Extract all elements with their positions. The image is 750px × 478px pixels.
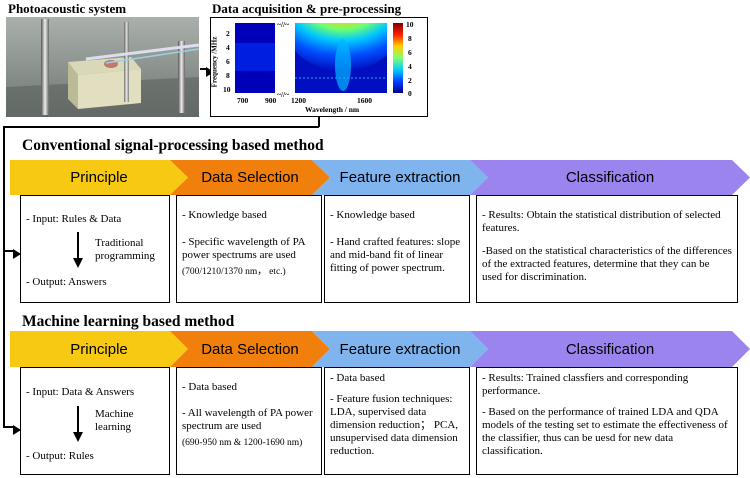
colorbar bbox=[393, 23, 403, 93]
spectrogram-left-panel bbox=[235, 23, 275, 93]
conventional-classification-header: Classification bbox=[470, 160, 750, 195]
axis-break-bottom: ~//~ bbox=[277, 90, 289, 99]
conventional-selection-header: Data Selection bbox=[170, 160, 330, 195]
feature-text: - Knowledge based bbox=[330, 209, 415, 221]
ml-selection-header: Data Selection bbox=[170, 331, 330, 367]
y-tick: 10 bbox=[223, 85, 231, 94]
feature-text: - Feature fusion techniques: LDA, superv… bbox=[330, 393, 459, 457]
x-axis-label: Wavelength / nm bbox=[305, 105, 360, 114]
photoacoustic-system-title: Photoacoustic system bbox=[8, 1, 127, 16]
conventional-principle-card: - Input: Rules & Data Traditional progra… bbox=[20, 195, 170, 303]
ml-feature-card: - Data based - Feature fusion techniques… bbox=[324, 367, 470, 475]
colorbar-tick: 4 bbox=[408, 62, 412, 71]
conventional-feature-card: - Knowledge based - Hand crafted feature… bbox=[324, 195, 470, 303]
colorbar-tick: 0 bbox=[408, 89, 412, 98]
y-tick: 2 bbox=[226, 29, 230, 38]
connector-line bbox=[3, 126, 319, 128]
connector-line bbox=[3, 126, 5, 427]
colorbar-tick: 2 bbox=[408, 76, 412, 85]
principle-output: - Output: Answers bbox=[26, 276, 107, 288]
arrow-down-icon bbox=[73, 232, 83, 272]
ml-classification-header: Classification bbox=[470, 331, 750, 367]
arrow-down-icon bbox=[73, 406, 83, 446]
ml-classification-card: - Results: Trained classfiers and corres… bbox=[476, 367, 738, 475]
spectrogram-right-panel bbox=[295, 23, 387, 93]
classification-text: - Results: Trained classfiers and corres… bbox=[482, 372, 689, 397]
classification-text: -Based on the statistical characteristic… bbox=[482, 245, 732, 283]
principle-mid: Machine learning bbox=[95, 408, 134, 433]
ml-selection-card: - Data based - All wavelength of PA powe… bbox=[176, 367, 322, 475]
classification-text: - Based on the performance of trained LD… bbox=[482, 406, 728, 457]
ml-section-title: Machine learning based method bbox=[22, 313, 235, 330]
y-tick: 4 bbox=[226, 43, 230, 52]
ml-principle-header: Principle bbox=[10, 331, 188, 367]
x-tick: 1200 bbox=[291, 96, 306, 105]
feature-text: - Data based bbox=[330, 372, 385, 384]
conventional-feature-header: Feature extraction bbox=[312, 160, 488, 195]
y-axis-label: Frequency /MHz bbox=[210, 36, 219, 88]
feature-text: - Hand crafted features: slope and mid-b… bbox=[330, 236, 461, 274]
selection-text: - Knowledge based bbox=[182, 209, 267, 221]
photoacoustic-system-photo bbox=[6, 17, 200, 117]
colorbar-tick: 8 bbox=[408, 34, 412, 43]
selection-text: (700/1210/1370 nm， etc.) bbox=[182, 267, 286, 277]
conventional-selection-card: - Knowledge based - Specific wavelength … bbox=[176, 195, 322, 303]
principle-input: - Input: Data & Answers bbox=[26, 386, 135, 398]
connector-line bbox=[3, 250, 15, 252]
axis-break-top: ~//~ bbox=[277, 20, 289, 29]
principle-output: - Output: Rules bbox=[26, 450, 94, 462]
x-tick: 900 bbox=[265, 96, 277, 105]
colorbar-tick: 10 bbox=[406, 20, 414, 29]
arrow-right-icon bbox=[13, 246, 21, 264]
selection-text: - Specific wavelength of PA power spectr… bbox=[182, 236, 306, 261]
selection-text: - Data based bbox=[182, 381, 237, 393]
conventional-principle-header: Principle bbox=[10, 160, 188, 195]
classification-text: - Results: Obtain the statistical distri… bbox=[482, 209, 721, 234]
selection-text: - All wavelength of PA power spectrum ar… bbox=[182, 407, 313, 432]
conventional-section-title: Conventional signal-processing based met… bbox=[22, 137, 324, 154]
connector-line bbox=[3, 426, 15, 428]
principle-mid: Traditional programming bbox=[95, 237, 155, 262]
ml-principle-card: - Input: Data & Answers Machine learning… bbox=[20, 367, 170, 475]
principle-input: - Input: Rules & Data bbox=[26, 213, 122, 225]
data-acquisition-title: Data acquisition & pre-processing bbox=[212, 1, 402, 16]
x-tick: 1600 bbox=[357, 96, 372, 105]
selection-text: (690-950 nm & 1200-1690 nm) bbox=[182, 438, 303, 448]
arrow-right-icon bbox=[13, 422, 21, 440]
y-tick: 8 bbox=[226, 71, 230, 80]
ml-feature-header: Feature extraction bbox=[312, 331, 488, 367]
colorbar-tick: 6 bbox=[408, 48, 412, 57]
spectrogram-figure: Frequency /MHz 2 4 6 8 10 ~//~ ~//~ bbox=[210, 17, 428, 117]
y-tick: 6 bbox=[226, 57, 230, 66]
arrow-line bbox=[200, 68, 208, 70]
conventional-classification-card: - Results: Obtain the statistical distri… bbox=[476, 195, 738, 303]
x-tick: 700 bbox=[237, 96, 249, 105]
connector-line bbox=[318, 117, 320, 127]
